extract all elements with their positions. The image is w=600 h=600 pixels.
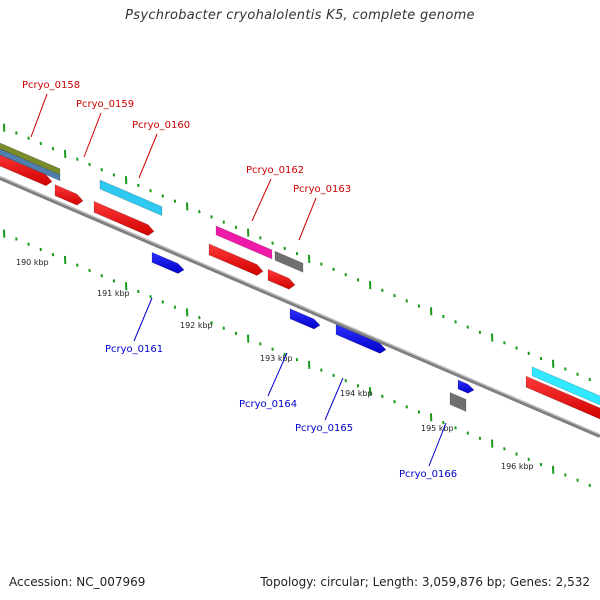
- feature-cyan-pcryo-0160: [99, 179, 163, 217]
- scale-label: 195 kbp: [421, 424, 454, 433]
- accession-label: Accession: NC_007969: [9, 575, 146, 589]
- feature-cyan-right: [531, 366, 600, 406]
- feature-magenta-pcryo-0162: [215, 225, 273, 260]
- genome-backbone-highlight: [0, 176, 600, 436]
- gene-leader-line: [428, 422, 447, 467]
- outer-tick-row: [3, 123, 591, 382]
- gene-leader-line: [324, 377, 344, 421]
- gene-label-reverse: Pcryo_0161: [105, 344, 163, 355]
- scale-label: 191 kbp: [97, 289, 130, 298]
- topology-label: Topology: circular; Length: 3,059,876 bp…: [260, 575, 590, 589]
- gene-label-forward: Pcryo_0158: [22, 80, 80, 91]
- gene-leader-line: [138, 133, 158, 179]
- gene-leader-line: [298, 197, 317, 241]
- gene-label-forward: Pcryo_0163: [293, 184, 351, 195]
- scale-label: 194 kbp: [340, 389, 373, 398]
- cds-pcryo-0164: [289, 308, 321, 330]
- gene-label-forward: Pcryo_0162: [246, 165, 304, 176]
- scale-label: 190 kbp: [16, 258, 49, 267]
- gene-label-forward: Pcryo_0160: [132, 120, 190, 131]
- feature-steel-track: [0, 148, 61, 182]
- gene-leader-line: [83, 112, 102, 158]
- inner-tick-row: [3, 229, 591, 488]
- genome-backbone: [0, 176, 600, 438]
- cds-pcryo-0159: [54, 184, 84, 206]
- gene-leader-line: [251, 178, 272, 222]
- cds-pcryo-0160: [93, 200, 155, 236]
- scale-label: 193 kbp: [260, 354, 293, 363]
- cds-pcryo-0158: [0, 154, 53, 187]
- feature-grey-pcryo-0166: [449, 392, 467, 412]
- scale-label: 196 kbp: [501, 462, 534, 471]
- gene-label-reverse: Pcryo_0166: [399, 469, 457, 480]
- gene-label-reverse: Pcryo_0164: [239, 399, 297, 410]
- gene-label-forward: Pcryo_0159: [76, 99, 134, 110]
- cds-pcryo-0162: [208, 243, 264, 276]
- feature-grey-pcryo-0163: [274, 250, 304, 273]
- cds-right: [525, 375, 600, 420]
- gene-leader-line: [267, 352, 288, 397]
- gene-label-reverse: Pcryo_0165: [295, 423, 353, 434]
- gene-leader-line: [30, 93, 48, 138]
- cds-pcryo-0165: [335, 324, 387, 354]
- scale-label: 192 kbp: [180, 321, 213, 330]
- cds-pcryo-0161: [151, 251, 185, 274]
- cds-pcryo-0163: [267, 268, 296, 290]
- gene-leader-line: [133, 297, 153, 342]
- cds-pcryo-0166: [457, 379, 475, 394]
- map-title: Psychrobacter cryohalolentis K5, complet…: [125, 8, 475, 23]
